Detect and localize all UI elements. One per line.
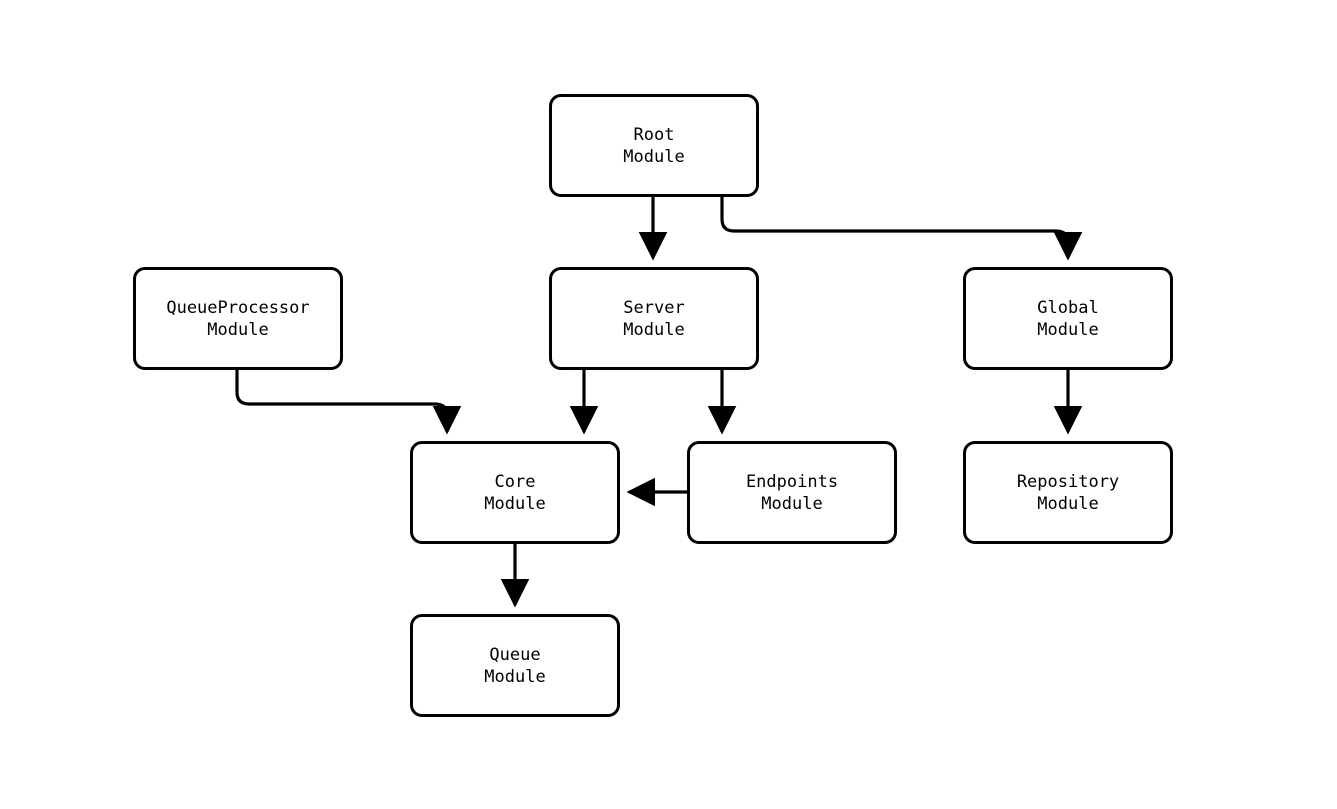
edge-queueprocessor-to-core [235,370,462,435]
node-repository[interactable]: Repository Module [963,441,1173,544]
node-root-label-line1: Root [633,124,675,145]
edge-root-to-global [720,197,1083,261]
node-core[interactable]: Core Module [410,441,620,544]
node-core-label-line2: Module [484,493,546,514]
node-root[interactable]: Root Module [549,94,759,197]
node-server-label-line2: Module [623,319,685,340]
node-global[interactable]: Global Module [963,267,1173,370]
node-queueprocessor-label-line1: QueueProcessor [166,297,310,318]
node-root-label-line2: Module [623,146,685,167]
node-queueprocessor[interactable]: QueueProcessor Module [133,267,343,370]
node-queue[interactable]: Queue Module [410,614,620,717]
node-repository-label-line2: Module [1037,493,1099,514]
node-queue-label-line2: Module [484,666,546,687]
node-endpoints[interactable]: Endpoints Module [687,441,897,544]
node-queueprocessor-label-line2: Module [207,319,269,340]
node-server[interactable]: Server Module [549,267,759,370]
node-endpoints-label-line1: Endpoints [745,471,839,492]
node-global-label-line1: Global [1037,297,1099,318]
node-queue-label-line1: Queue [489,644,541,665]
node-server-label-line1: Server [623,297,685,318]
node-repository-label-line1: Repository [1016,471,1120,492]
node-global-label-line2: Module [1037,319,1099,340]
node-core-label-line1: Core [494,471,536,492]
node-endpoints-label-line2: Module [761,493,823,514]
